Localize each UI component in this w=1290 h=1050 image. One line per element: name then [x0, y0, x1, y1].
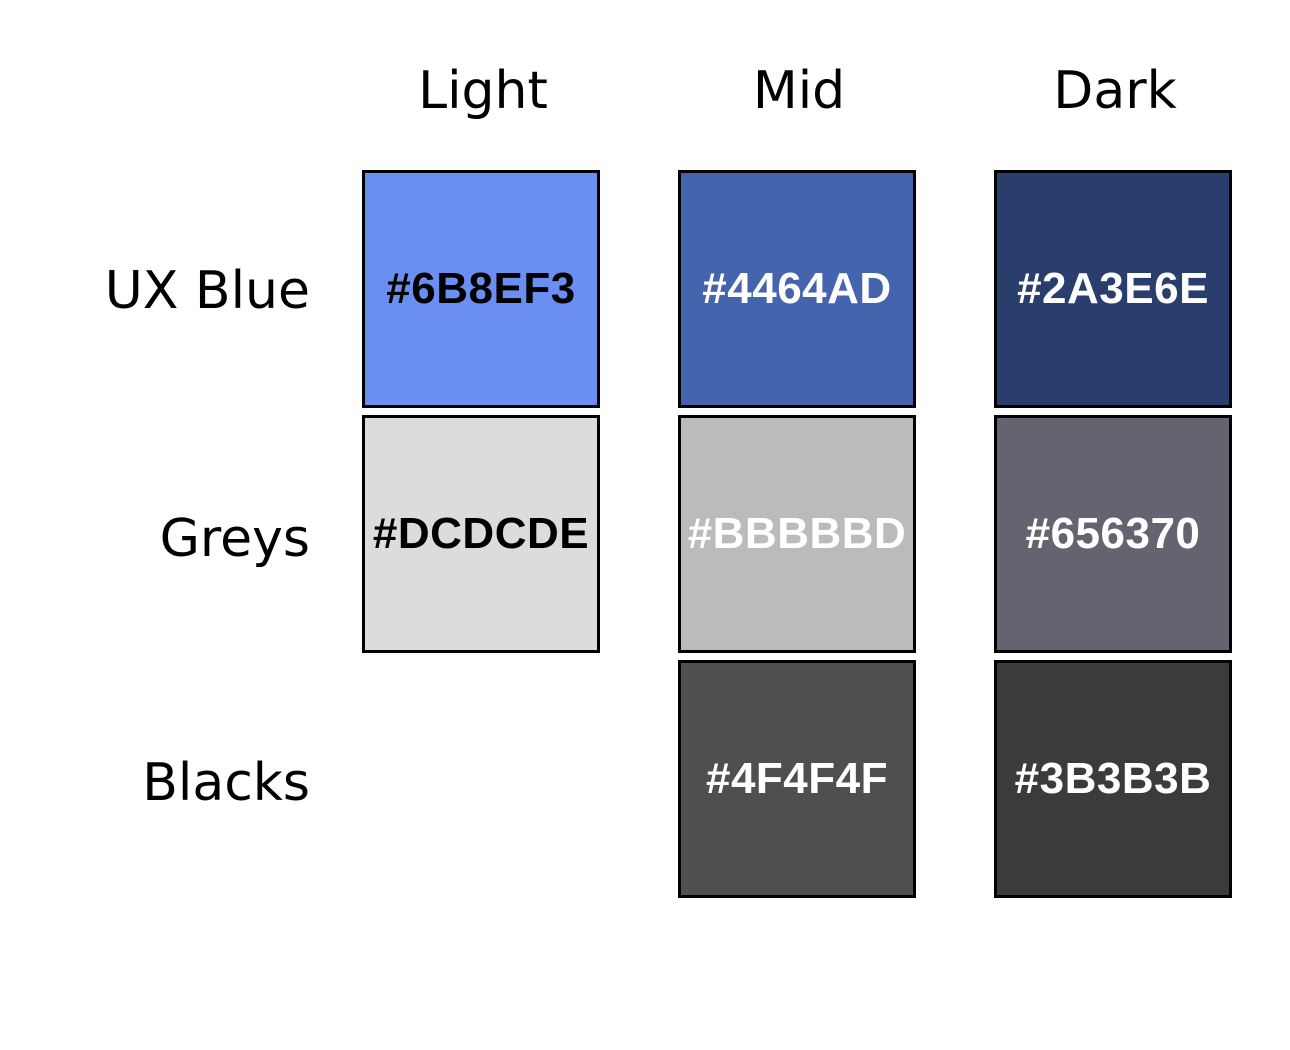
row-label-ux-blue: UX Blue [104, 261, 310, 321]
column-header-light: Light [418, 61, 548, 121]
swatch-code: #DCDCDE [372, 509, 590, 558]
swatch-blacks-mid: #4F4F4F [678, 660, 916, 898]
swatch-code: #656370 [1025, 509, 1201, 558]
swatch-code: #2A3E6E [1017, 264, 1209, 313]
swatch-ux-blue-mid: #4464AD [678, 170, 916, 408]
row-label-greys: Greys [159, 509, 310, 569]
column-header-dark: Dark [1053, 61, 1177, 121]
swatch-code: #4F4F4F [705, 754, 888, 803]
swatch-code: #6B8EF3 [386, 264, 576, 313]
swatch-blacks-dark: #3B3B3B [994, 660, 1232, 898]
row-label-blacks: Blacks [142, 753, 310, 813]
column-header-mid: Mid [752, 61, 846, 121]
swatch-code: #4464AD [702, 264, 892, 313]
swatch-greys-light: #DCDCDE [362, 415, 600, 653]
swatch-code: #3B3B3B [1014, 754, 1212, 803]
swatch-greys-dark: #656370 [994, 415, 1232, 653]
swatch-greys-mid: #BBBBBD [678, 415, 916, 653]
swatch-code: #BBBBBD [687, 509, 907, 558]
swatch-ux-blue-light: #6B8EF3 [362, 170, 600, 408]
swatch-ux-blue-dark: #2A3E6E [994, 170, 1232, 408]
